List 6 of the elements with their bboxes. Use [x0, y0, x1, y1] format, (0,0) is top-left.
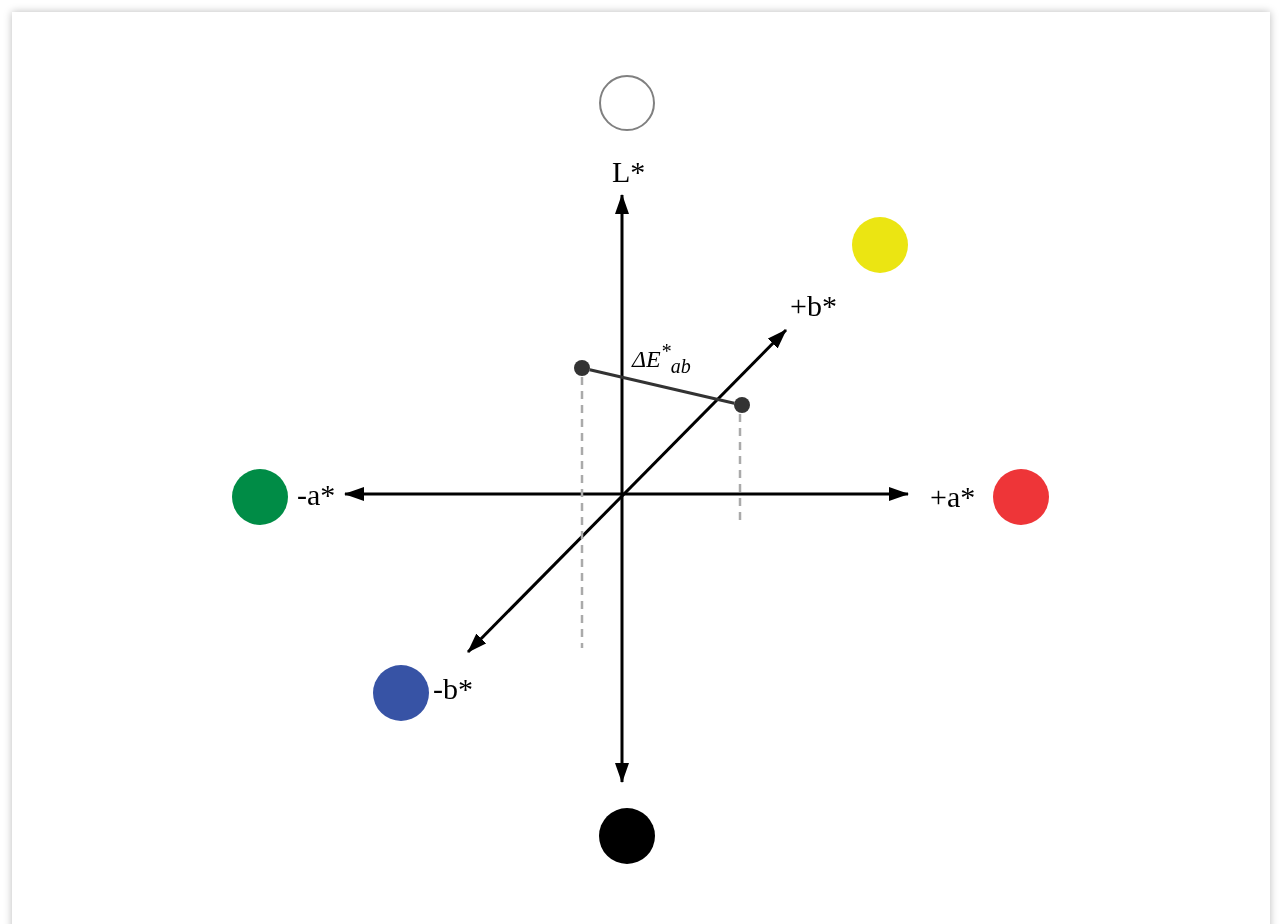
axis-label: -b*	[433, 673, 473, 705]
axis-label: -a*	[297, 479, 336, 511]
axis-label: +a*	[930, 481, 976, 513]
difference-line	[589, 368, 735, 405]
axis-label: L*	[612, 156, 646, 188]
axis-label: +b*	[790, 290, 837, 322]
